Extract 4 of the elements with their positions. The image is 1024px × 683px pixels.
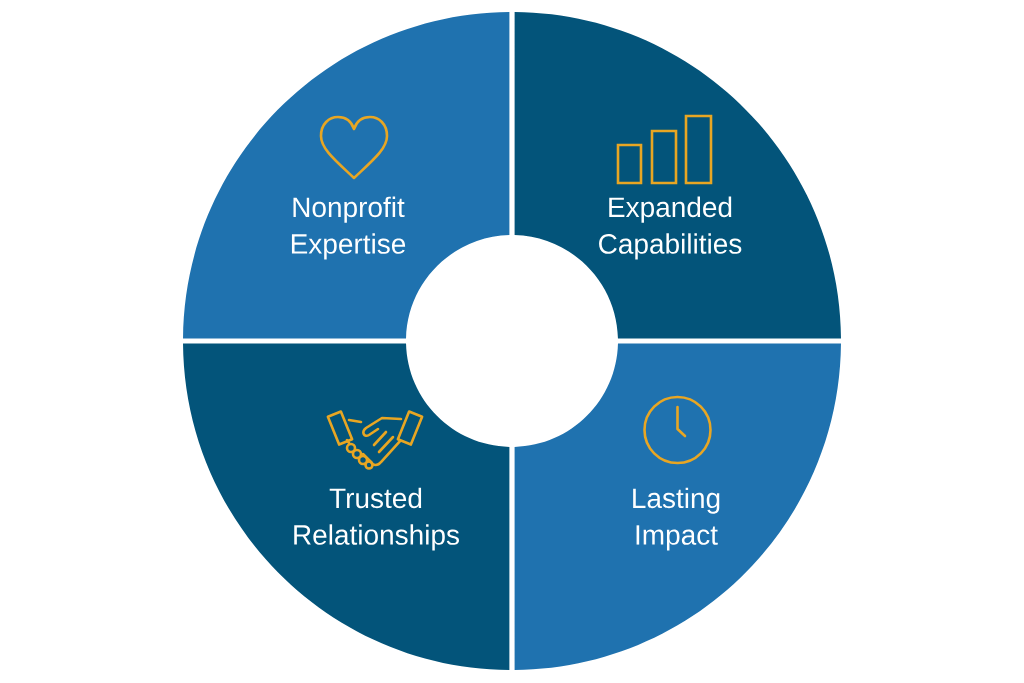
ring-segment: Nonprofit Expertise <box>183 12 510 339</box>
ring-segment: Expanded Capabilities <box>514 12 841 339</box>
ring-segment: Lasting Impact <box>514 343 841 670</box>
ring-segment: Trusted Relationships <box>183 343 510 670</box>
